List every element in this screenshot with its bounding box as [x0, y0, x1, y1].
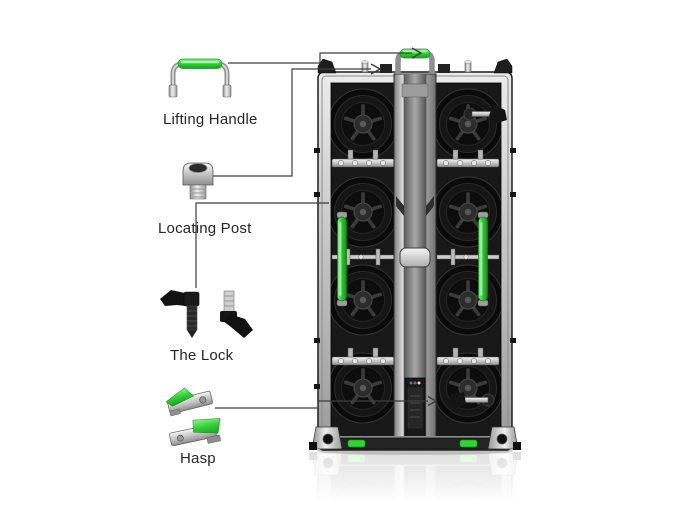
lock-image: [160, 290, 253, 338]
lifting-handle-callout-line: [228, 52, 412, 64]
lifting-handle-image: [168, 58, 232, 98]
reflection-fade: [285, 451, 680, 512]
led-cabinet-panel: [309, 49, 521, 450]
label-the-lock: The Lock: [170, 347, 234, 364]
callout-lines: [195, 47, 438, 409]
lock-callout-line: [195, 202, 329, 288]
arrow-right-icon: [427, 395, 438, 407]
arrow-right-icon: [370, 63, 382, 75]
arrow-right-icon: [411, 47, 423, 59]
label-lifting-handle: Lifting Handle: [163, 111, 258, 128]
locating-post-image: [182, 162, 214, 200]
label-locating-post: Locating Post: [158, 220, 252, 237]
hasp-image: [165, 387, 221, 447]
label-hasp: Hasp: [180, 450, 216, 467]
hasp-callout-line: [215, 400, 428, 409]
locating-post-callout-line: [213, 68, 371, 177]
